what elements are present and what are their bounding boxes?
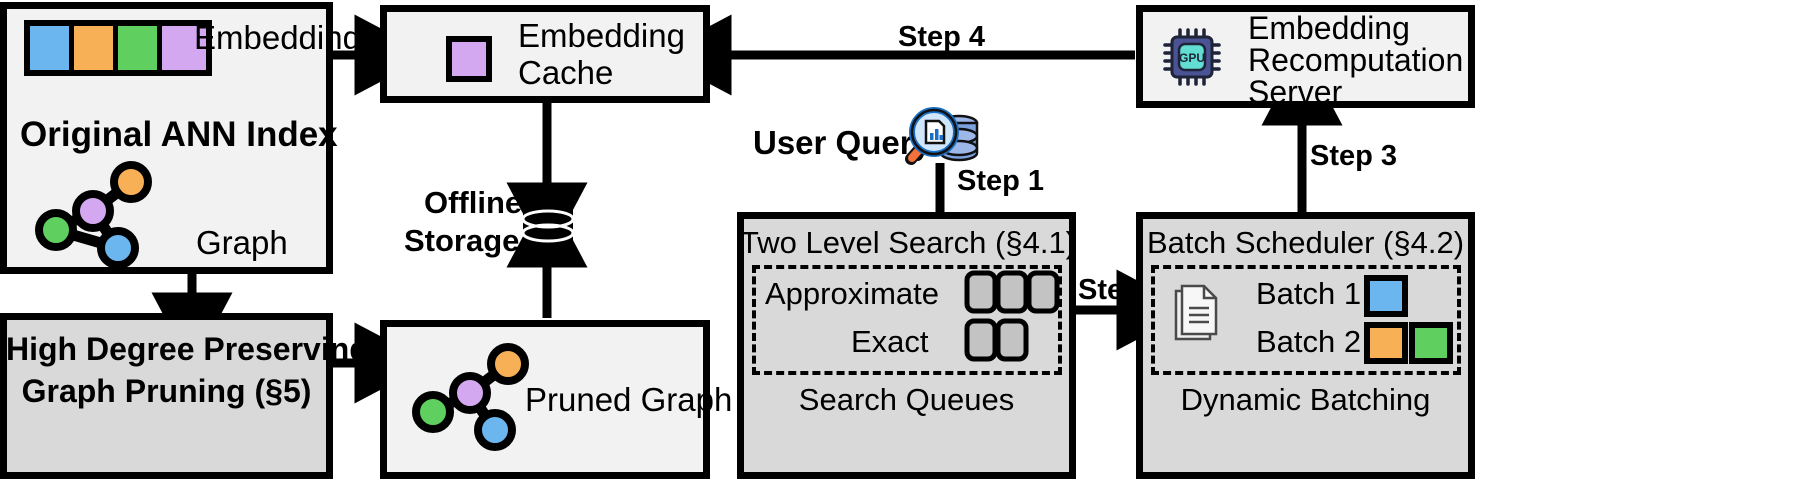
graph-pruning-title-line1: High Degree Preserving: [6, 331, 369, 367]
graph-pruning-title-line2: Graph Pruning (§5): [21, 373, 312, 409]
approximate-slots: [964, 270, 1060, 314]
batch-2-swatch-green: [1409, 322, 1453, 364]
batch-2-swatch-orange: [1364, 322, 1408, 364]
embedding-cell-blue: [30, 26, 74, 70]
magnifier-database-icon: [905, 107, 979, 165]
embedding-cache-panel: [380, 5, 710, 103]
recomputation-server-line1: Embedding: [1248, 10, 1410, 46]
batch-1-label: Batch 1: [1256, 276, 1362, 311]
embedding-cache-label-line2: Cache: [518, 54, 614, 91]
recomputation-server-line2: Recomputation: [1248, 42, 1464, 78]
pruned-graph-label: Pruned Graph: [525, 381, 733, 418]
dynamic-batching-region: [1151, 265, 1461, 375]
two-level-search-title: Two Level Search (§4.1): [740, 225, 1077, 260]
original-ann-index-title: Original ANN Index: [20, 115, 338, 154]
batch-2-label: Batch 2: [1256, 324, 1362, 359]
search-queues-footer: Search Queues: [798, 382, 1015, 417]
database-cylinder-icon: [521, 197, 575, 255]
embedding-cell-green: [118, 26, 162, 70]
graph-label: Graph: [196, 224, 288, 261]
documents-stack-icon: [1174, 284, 1218, 341]
purple-square-icon: [446, 36, 492, 82]
embedding-cell-purple: [162, 26, 206, 70]
embedding-label: Embedding: [194, 19, 361, 56]
offline-storage-label-line2: Storage: [404, 223, 520, 258]
search-queues-region: [752, 265, 1062, 375]
embedding-strip: [24, 20, 212, 76]
exact-slots: [964, 318, 1029, 362]
approximate-row-label: Approximate: [765, 276, 940, 311]
dynamic-batching-footer: Dynamic Batching: [1180, 382, 1431, 417]
gpu-chip-icon: GPU: [1163, 28, 1221, 86]
embedding-cell-orange: [74, 26, 118, 70]
offline-storage-label-line1: Offline: [424, 185, 523, 220]
step-1-label: Step 1: [957, 165, 1045, 197]
batch-1-swatch-blue: [1364, 275, 1408, 317]
step-4-label: Step 4: [898, 21, 986, 53]
original-index-graph: [35, 161, 152, 269]
exact-row-label: Exact: [851, 324, 929, 359]
step-3-label: Step 3: [1310, 140, 1398, 172]
graph-pruning-panel: [0, 313, 333, 479]
batch-scheduler-title: Batch Scheduler (§4.2): [1146, 225, 1465, 260]
embedding-cache-label-line1: Embedding: [518, 17, 685, 54]
pruned-graph-illustration: [412, 343, 529, 451]
recomputation-server-line3: Server: [1248, 74, 1343, 110]
gpu-chip-text: GPU: [1179, 51, 1205, 65]
